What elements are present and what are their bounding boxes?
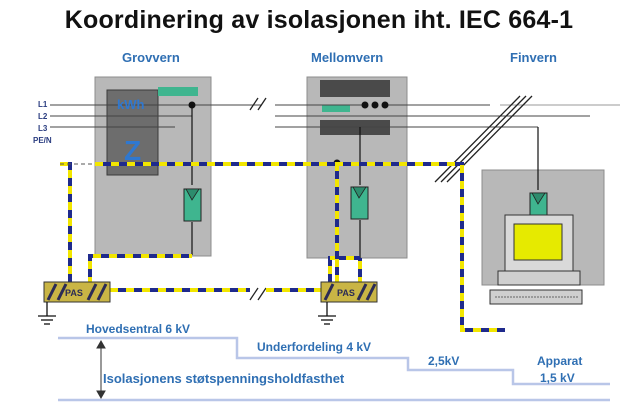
level-device-line2: 1,5 kV [540,371,575,385]
terminal-block-upper [320,80,390,97]
break-marks [249,95,533,301]
pe-bonding-conductor [60,162,505,332]
bonding-bar-label-sub: PAS [337,288,355,298]
arrester-wires [191,105,539,258]
bonding-bar-label-main: PAS [65,288,83,298]
label-mellomvern: Mellomvern [311,50,384,65]
label-finvern: Finvern [510,50,557,65]
computer-icon [489,214,583,305]
sub-cabinet [306,76,408,259]
insulation-level-steps [58,336,610,402]
level-main: Hovedsentral 6 kV [86,322,191,336]
axis-label: Isolasjonens støtspenningsholdfasthet [103,371,345,386]
earth-symbols [38,302,336,325]
label-grovvern: Grovvern [122,50,180,65]
axis-arrow [96,339,106,400]
line-label-pen: PE/N [33,136,52,145]
line-label-l2: L2 [38,112,48,121]
line-label-l1: L1 [38,100,48,109]
sub-busbar [322,105,350,112]
phase-lines [50,104,620,190]
page-title: Koordinering av isolasjonen iht. IEC 664… [64,6,574,34]
main-busbar [158,87,198,96]
level-sub: Underfordeling 4 kV [257,340,372,354]
bonding-bars [43,281,378,303]
line-label-l3: L3 [38,124,48,133]
level-mid: 2,5kV [428,354,460,368]
energy-meter [106,89,159,176]
impedance-label: Z [124,135,142,166]
level-device-line1: Apparat [537,354,583,368]
kwh-label: kWh [117,97,145,112]
